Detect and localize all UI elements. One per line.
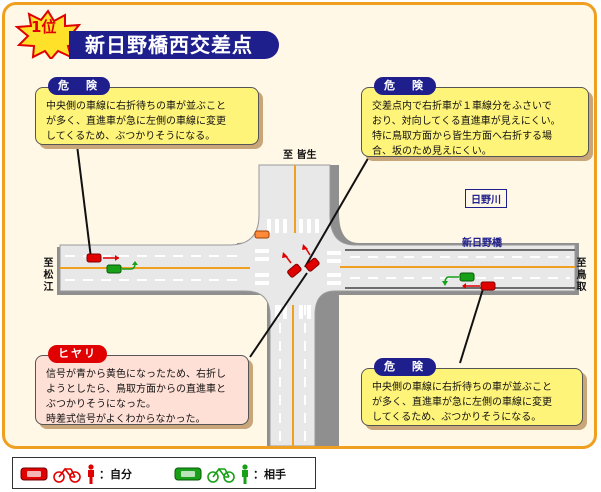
bridge-label: 新日野橋 bbox=[462, 238, 502, 249]
road-shadow bbox=[57, 165, 579, 446]
signal-icon bbox=[254, 230, 270, 239]
legend-self-icons bbox=[20, 464, 94, 484]
legend-self-label: ：自分 bbox=[99, 468, 132, 481]
self-car-east bbox=[462, 281, 496, 291]
legend-other-icons bbox=[174, 464, 248, 484]
lane-markings bbox=[65, 255, 570, 446]
car-icon bbox=[20, 467, 48, 481]
self-car-west bbox=[86, 253, 119, 263]
rank-burst-icon bbox=[14, 9, 83, 59]
direction-east: 至鳥取 bbox=[574, 257, 585, 293]
callout-hiyari: ヒヤリ 信号が青から黄色になったため、右折し ようとしたら、鳥取方面からの直進車… bbox=[35, 345, 249, 425]
callout-danger-west: 危 険 中央側の車線に右折待ちの車が並ぶこと が多く、直進車が急に左側の車線に変… bbox=[35, 77, 259, 145]
pedestrian-icon bbox=[242, 464, 248, 484]
bicycle-icon bbox=[53, 467, 81, 483]
map-frame: 1位 新日野橋西交差点 至 皆生 至松江 至鳥取 日野川 新日野橋 危 険 中央… bbox=[2, 2, 597, 449]
car-icon bbox=[174, 467, 202, 481]
legend: ：自分 ：相手 bbox=[12, 457, 316, 489]
callout-text: 信号が青から黄色になったため、右折し ようとしたら、鳥取方面からの直進車と ぶつ… bbox=[46, 369, 226, 425]
direction-north: 至 皆生 bbox=[283, 150, 317, 161]
pedestrian-icon bbox=[88, 464, 94, 484]
legend-other-label: ：相手 bbox=[253, 468, 286, 481]
page-title: 新日野橋西交差点 bbox=[85, 33, 253, 57]
callout-danger-center: 危 険 交差点内で右折車が１車線分をふさいで おり、対向してくる直進車が見えにく… bbox=[361, 77, 589, 157]
other-car-center bbox=[302, 244, 320, 272]
bicycle-icon bbox=[207, 467, 235, 483]
intersection-map bbox=[57, 144, 579, 446]
direction-west: 至松江 bbox=[41, 257, 52, 293]
callout-label: ヒヤリ bbox=[48, 345, 107, 363]
callout-text: 中央側の車線に右折待ちの車が並ぶこと が多く、直進車が急に左側の車線に変更 して… bbox=[46, 101, 226, 142]
title-bar bbox=[69, 31, 279, 59]
callout-danger-east: 危 険 中央側の車線に右折待ちの車が並ぶこと が多く、直進車が急に左側の車線に変… bbox=[361, 358, 583, 426]
river-label: 日野川 bbox=[465, 189, 507, 208]
other-car-east bbox=[442, 272, 475, 286]
callout-label: 危 険 bbox=[374, 358, 436, 376]
crosswalks bbox=[255, 219, 341, 319]
callout-label: 危 険 bbox=[48, 77, 110, 95]
self-car-center bbox=[282, 252, 302, 278]
callout-text: 中央側の車線に右折待ちの車が並ぶこと が多く、直進車が急に左側の車線に変更 して… bbox=[372, 382, 552, 423]
other-car-west bbox=[106, 261, 138, 274]
callout-label: 危 険 bbox=[374, 77, 436, 95]
callout-pointers bbox=[76, 144, 484, 364]
rank-label: 1位 bbox=[31, 18, 57, 36]
callout-text: 交差点内で右折車が１車線分をふさいで おり、対向してくる直進車が見えにくい。 特… bbox=[372, 101, 561, 157]
